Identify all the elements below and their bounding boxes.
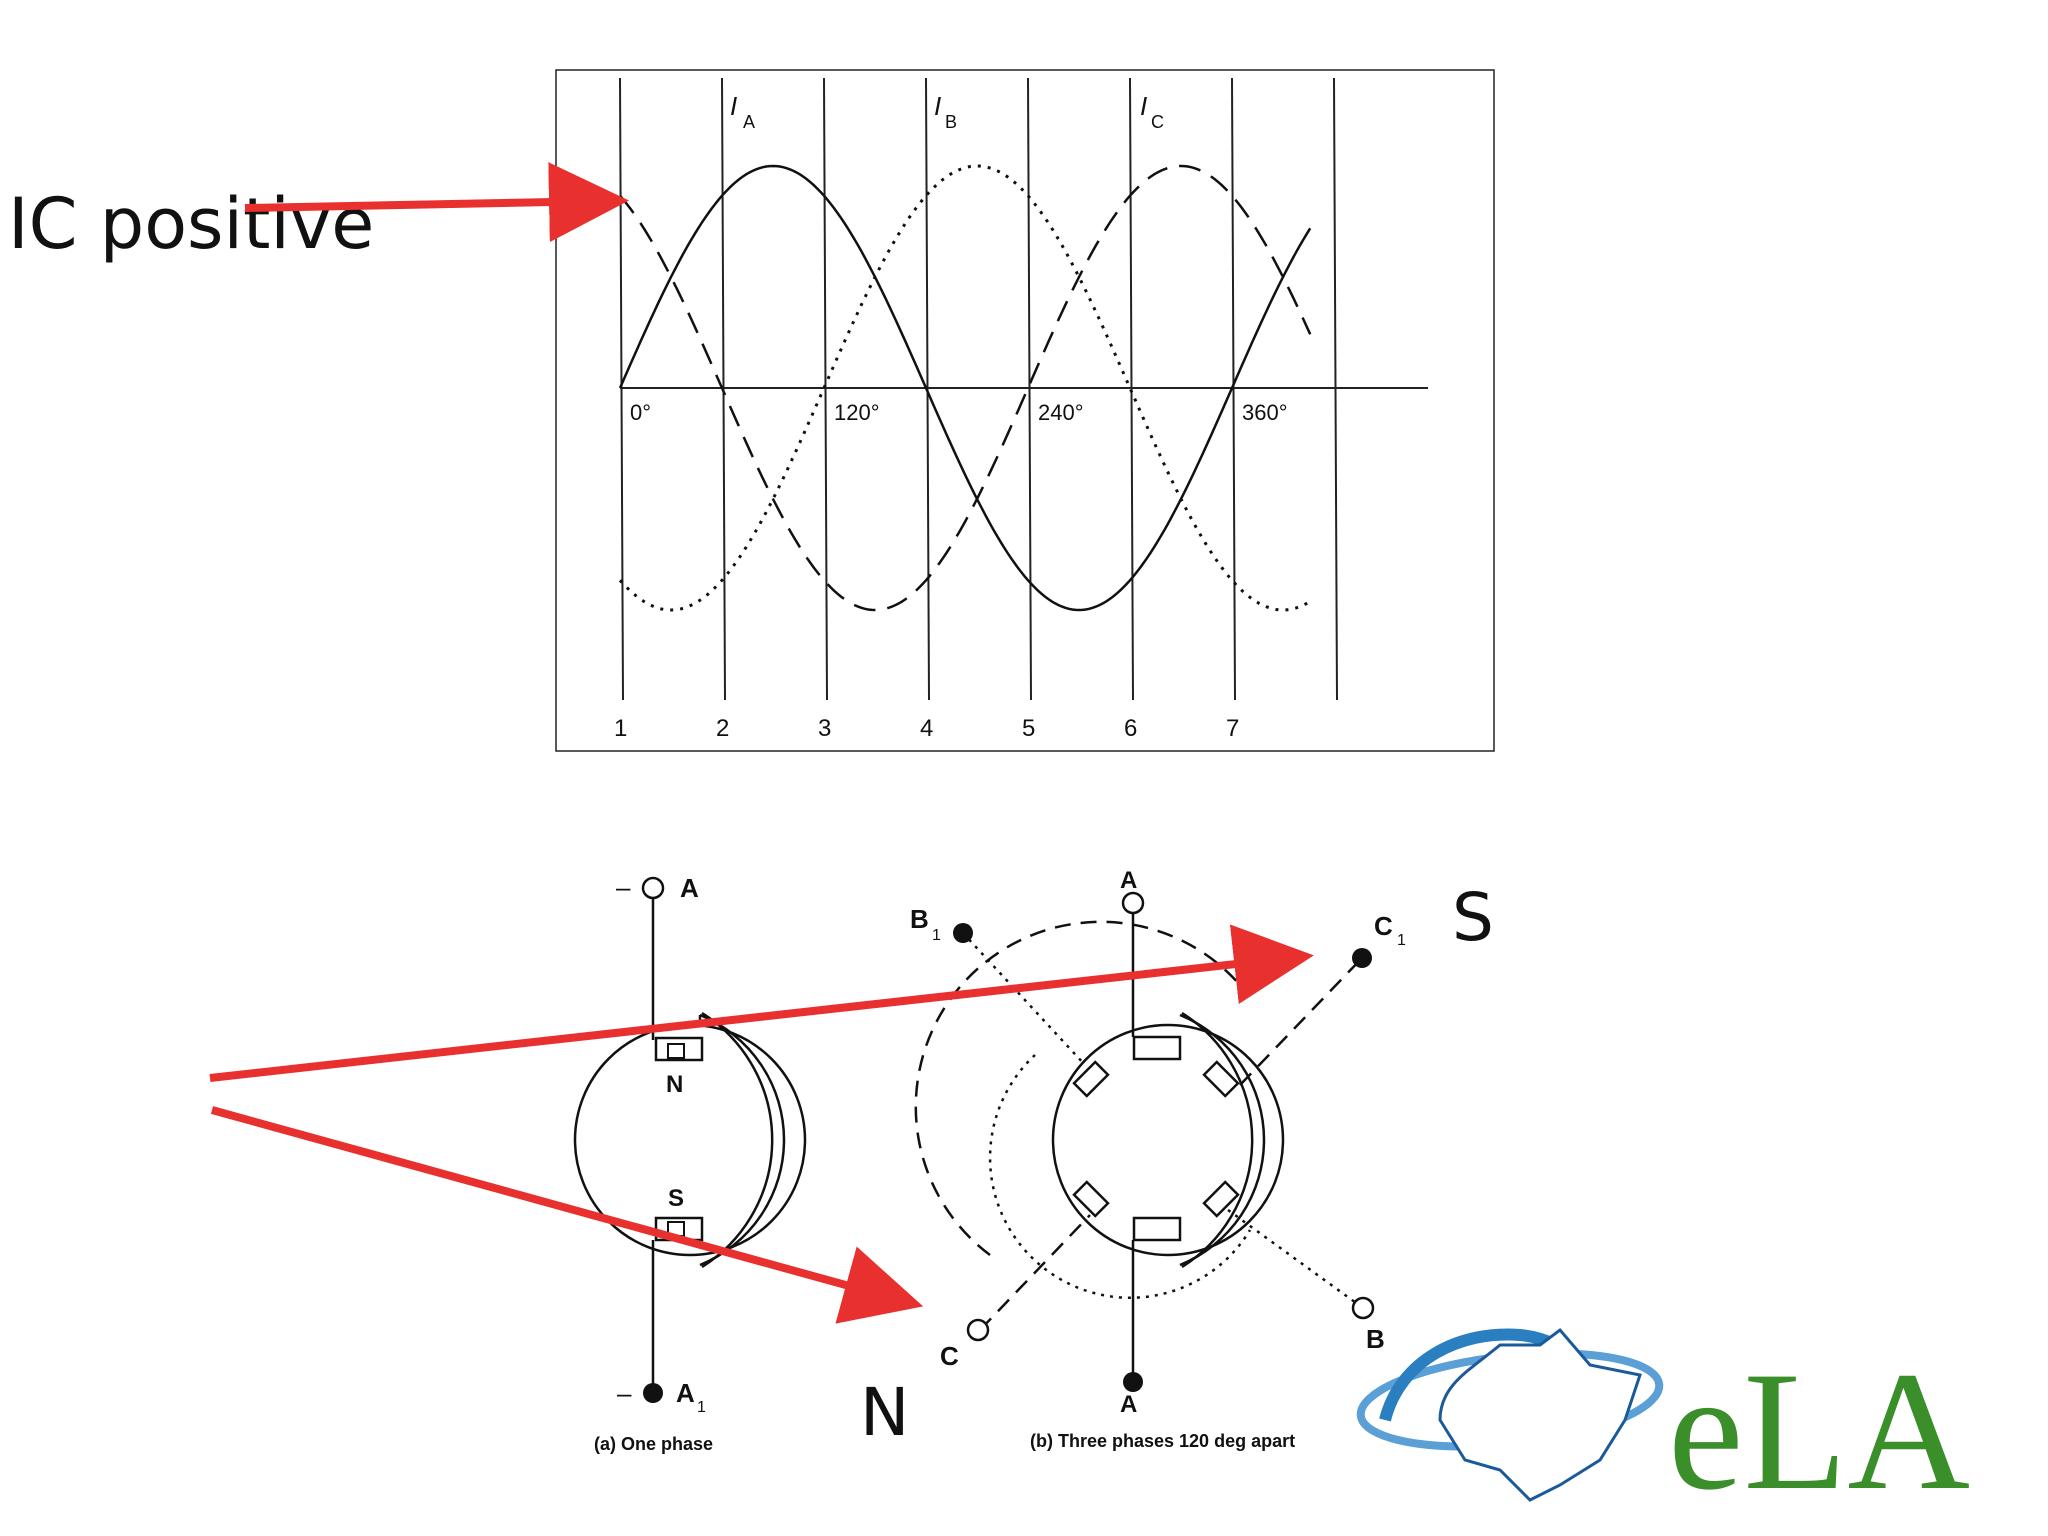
waveform-figure: 0° 120° 240° 360° 1 2 3 4 5 6 7 I A I B I C [555,69,1495,752]
three-phase-terminal-b1-label: B [910,904,929,934]
three-phase-lead-c [979,1214,1091,1331]
one-phase-stator-arc-inner [699,1013,786,1267]
ic-positive-arrow [244,162,629,243]
three-phase-terminal-a-top-label: A [1120,867,1137,894]
three-phase-coil-c-dashed [914,920,1241,1256]
three-phase-terminal-c-label: C [940,1341,959,1371]
one-phase-diagram: – A N S – A 1 (a) One phase [573,872,807,1454]
series-label-ia: I [730,91,737,121]
one-phase-top-terminal-label: A [680,873,699,903]
three-phase-terminal-a-bottom-filled [1123,1372,1143,1392]
three-phase-coil-b-dotted [988,1054,1252,1299]
line-number-2: 2 [716,715,729,742]
waveform-curves [618,164,1312,612]
one-phase-pole-top-coil [667,1043,685,1059]
waveform-series-ib [618,164,1311,612]
three-phase-lead-c1 [1239,957,1363,1086]
ela-logo: eLA [1356,1327,1970,1525]
one-phase-caption: (a) One phase [594,1434,713,1454]
waveform-series-ic [619,164,1312,612]
series-label-ib: I [934,91,941,121]
three-phase-terminal-c1-filled [1352,948,1372,968]
three-phase-pole-top [1132,1035,1182,1061]
one-phase-pole-n-label: N [666,1071,683,1098]
three-phase-terminal-c1-label: C [1374,911,1393,941]
three-phase-terminal-b1-sub: 1 [932,927,941,944]
one-phase-bottom-terminal-label: A [676,1378,695,1408]
north-pole-label: N [860,1374,909,1451]
three-phase-lead-b1 [962,932,1086,1066]
one-phase-bottom-terminal-sub: 1 [697,1399,706,1416]
one-phase-terminal-a1-filled [643,1383,663,1403]
three-phase-caption: (b) Three phases 120 deg apart [1030,1431,1295,1451]
line-number-7: 7 [1226,715,1239,742]
three-phase-pole-bottom [1132,1216,1182,1242]
three-phase-terminal-c-open [966,1318,990,1342]
waveform-frame [555,69,1495,752]
one-phase-bottom-sign: – [617,1378,632,1408]
line-number-3: 3 [818,715,831,742]
angle-label-360: 360° [1242,400,1288,425]
angle-label-240: 240° [1038,400,1084,425]
three-phase-rotor-circle [1051,1023,1285,1257]
three-phase-stator-arc-inner [1179,1013,1266,1267]
angle-label-120: 120° [834,400,880,425]
arrow-to-n [210,1106,924,1324]
series-label-ic: I [1140,91,1147,121]
arrow-to-s [209,924,1314,1082]
three-phase-pole-upper-right [1202,1060,1240,1098]
ic-positive-label: IC positive [8,183,374,265]
one-phase-terminal-a-open [641,876,665,900]
logo-text: eLA [1668,1337,1970,1525]
series-label-ia-sub: A [743,112,755,132]
one-phase-pole-s-label: S [668,1185,684,1212]
one-phase-stator-arc-outer [701,1011,774,1269]
line-number-5: 5 [1022,715,1035,742]
line-number-4: 4 [920,715,933,742]
three-phase-terminal-c1-sub: 1 [1397,932,1406,949]
line-number-6: 6 [1124,715,1137,742]
line-number-1: 1 [614,715,627,742]
series-label-ic-sub: C [1151,112,1164,132]
three-phase-terminal-a-bottom-label: A [1120,1391,1137,1418]
three-phase-diagram: A A B 1 B C 1 C (b) Three phases 120 deg… [910,867,1406,1451]
three-phase-stator-arc-outer [1181,1011,1254,1269]
three-phase-pole-lower-right [1202,1180,1240,1218]
three-phase-terminal-b1-filled [953,923,973,943]
three-phase-terminal-a-top-open [1121,891,1145,915]
logo-australia-outline [1438,1327,1642,1502]
one-phase-top-sign: – [616,872,631,902]
south-pole-label: S [1452,879,1494,956]
three-phase-pole-lower-left [1072,1180,1110,1218]
waveform-line-numbers: 1 2 3 4 5 6 7 [614,715,1239,742]
series-label-ib-sub: B [945,112,957,132]
three-phase-lead-b [1227,1208,1364,1310]
angle-label-0: 0° [630,400,651,425]
three-phase-terminal-b-label: B [1366,1324,1385,1354]
three-phase-terminal-b-open [1351,1296,1375,1320]
three-phase-pole-upper-left [1072,1060,1110,1098]
waveform-angle-labels: 0° 120° 240° 360° [630,400,1288,425]
waveform-series-ia [618,164,1312,612]
